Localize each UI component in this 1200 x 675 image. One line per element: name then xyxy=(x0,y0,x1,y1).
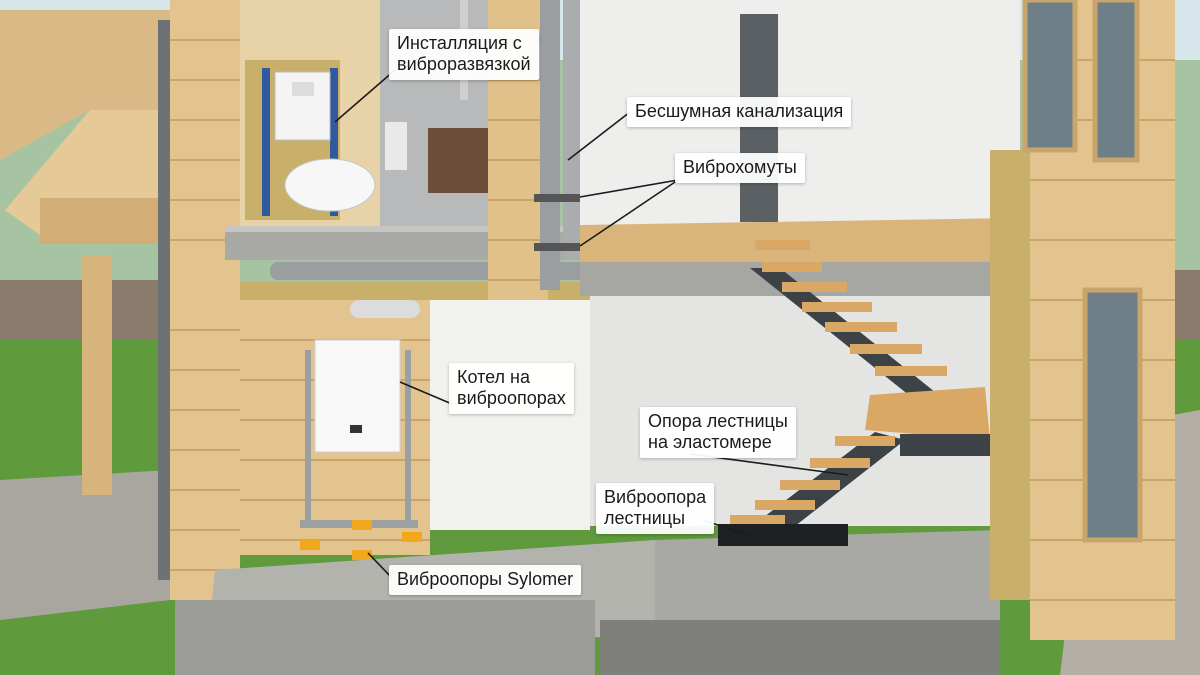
stair-elastomer-support xyxy=(900,434,990,456)
left-log-wall xyxy=(170,0,240,600)
boiler-flue xyxy=(350,300,420,318)
toilet-bowl xyxy=(284,158,376,212)
stair-vibration-mount xyxy=(718,524,848,546)
callout-stair-mount: Виброопора лестницы xyxy=(596,483,715,534)
callout-sewer: Бесшумная канализация xyxy=(627,97,852,127)
boiler-display xyxy=(350,425,362,433)
leader-clamps-2 xyxy=(579,179,679,247)
upper-window xyxy=(1022,0,1078,153)
stair-landing xyxy=(865,387,990,440)
vertical-sewer-pipe xyxy=(540,0,560,290)
stair-treads-upper xyxy=(755,240,947,376)
foundation-left xyxy=(175,600,595,675)
flush-plate xyxy=(292,82,314,96)
callout-boiler: Котел на виброопорах xyxy=(449,363,574,414)
callout-installation-line2: виброразвязкой xyxy=(397,54,531,74)
callout-stair-support-line2: на эластомере xyxy=(648,432,772,452)
leader-sewer xyxy=(567,111,631,161)
callout-installation-line1: Инсталляция с xyxy=(397,33,522,53)
paving-left xyxy=(0,470,170,620)
porch-roof xyxy=(0,10,175,160)
stair-treads-lower xyxy=(730,436,895,525)
leader-installation xyxy=(334,69,396,123)
sink-cabinet xyxy=(428,128,488,193)
callout-sewer-line1: Бесшумная канализация xyxy=(635,101,844,121)
log-lines-left xyxy=(170,39,240,571)
sylomer-pad-2 xyxy=(352,520,372,530)
callout-stair-support: Опора лестницы на эластомере xyxy=(640,407,796,458)
vibration-clamp-top xyxy=(534,194,584,202)
downpipe xyxy=(158,20,170,580)
callout-boiler-line2: виброопорах xyxy=(457,388,566,408)
sylomer-pad-1 xyxy=(300,540,320,550)
callout-installation: Инсталляция с виброразвязкой xyxy=(389,29,539,80)
sylomer-pad-3 xyxy=(352,550,372,560)
vertical-sewer-pipe-2 xyxy=(563,0,581,260)
lower-glass-door xyxy=(1082,287,1143,543)
install-frame-right xyxy=(330,68,338,216)
upper-floor-edge xyxy=(225,226,745,232)
sylomer-pad-4 xyxy=(402,532,422,542)
callout-sylomer: Виброопоры Sylomer xyxy=(389,565,582,595)
leader-sylomer xyxy=(367,552,393,579)
foundation-right xyxy=(655,530,1000,640)
callout-boiler-line1: Котел на xyxy=(457,367,531,387)
callout-stair-mount-line1: Виброопора xyxy=(604,487,707,507)
porch-beam xyxy=(40,198,175,244)
upper-window-right xyxy=(1092,0,1140,163)
boiler-unit xyxy=(314,339,401,453)
install-frame-left xyxy=(262,68,270,216)
leader-lines xyxy=(334,69,849,579)
leader-clamps-1 xyxy=(579,179,679,198)
boiler-frame-right xyxy=(405,350,411,525)
callout-stair-support-line1: Опора лестницы xyxy=(648,411,788,431)
leader-boiler xyxy=(399,381,453,405)
towel xyxy=(385,122,407,170)
lower-white-wall xyxy=(430,300,590,530)
basement-void xyxy=(600,620,1000,675)
callout-clamps: Виброхомуты xyxy=(675,153,805,183)
boiler-frame-left xyxy=(305,350,311,525)
callout-clamps-line1: Виброхомуты xyxy=(683,157,797,177)
callout-stair-mount-line2: лестницы xyxy=(604,508,685,528)
callout-sylomer-line1: Виброопоры Sylomer xyxy=(397,569,574,589)
vibration-clamp-bottom xyxy=(534,243,584,251)
porch-post xyxy=(82,255,112,495)
